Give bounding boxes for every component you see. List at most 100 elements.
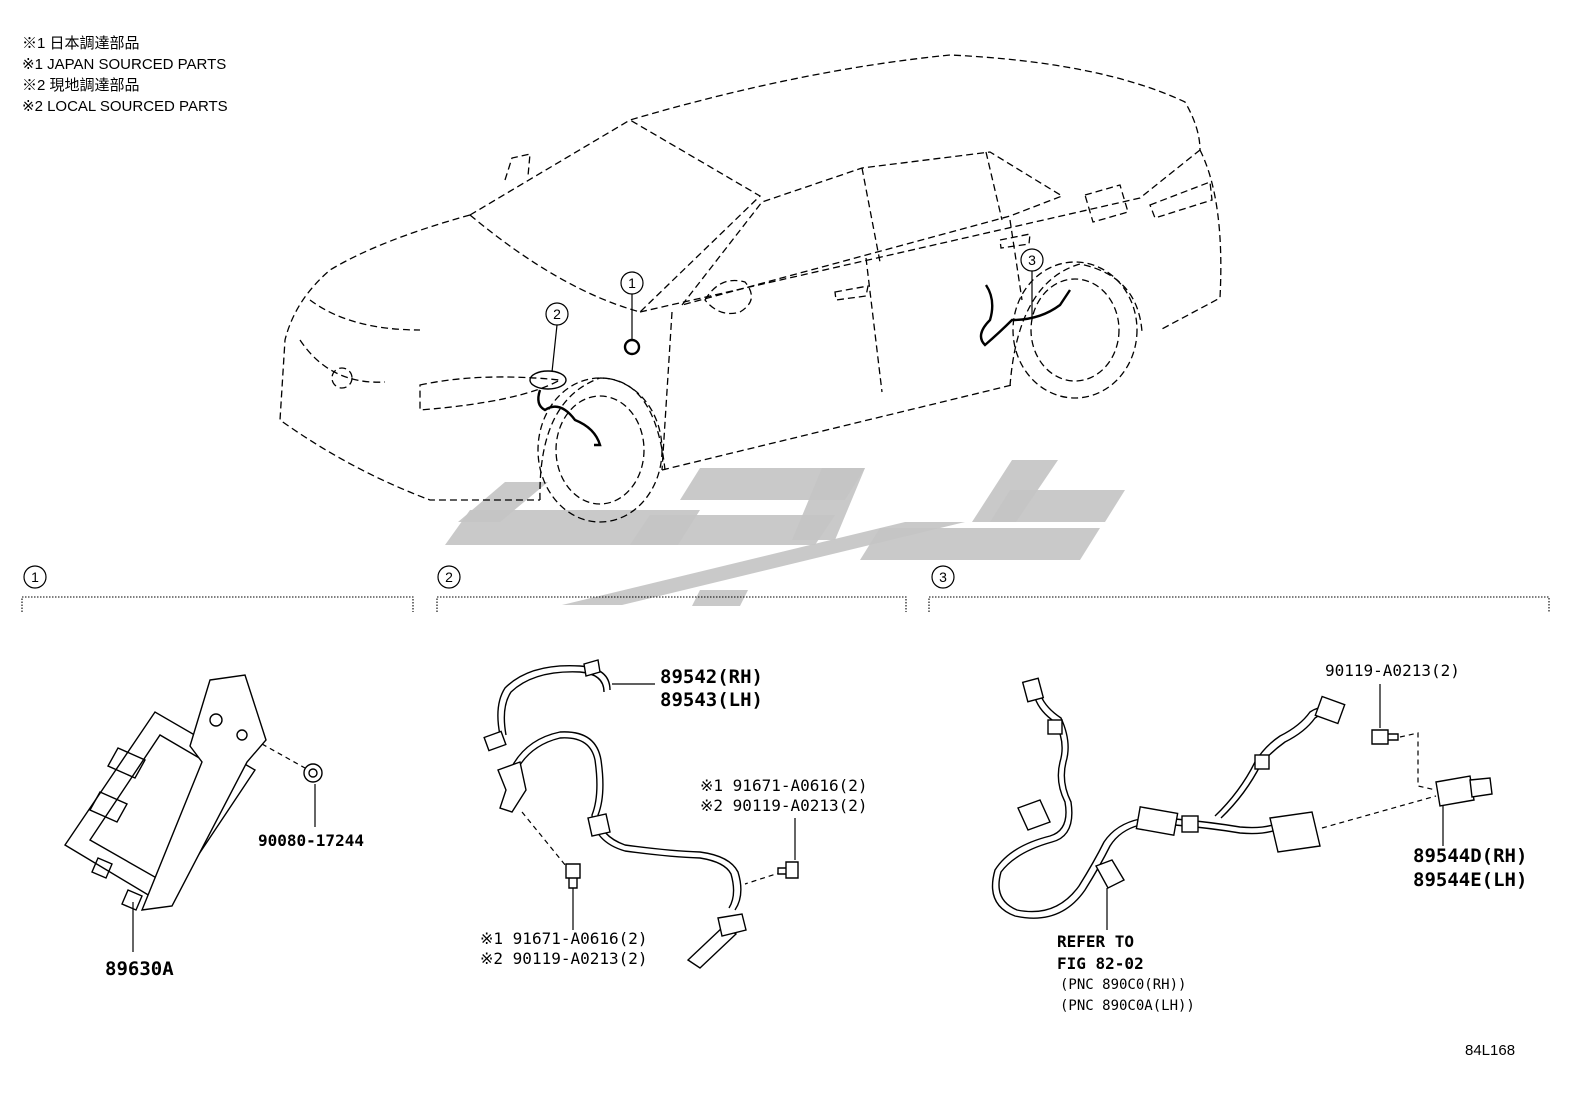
rear-harness-top-connector (1021, 677, 1045, 703)
section-3-number: 3 (939, 569, 947, 585)
car-rocker-line (661, 384, 1013, 471)
rear-harness-connector (1135, 806, 1179, 836)
ecu-part-number: 89630A (105, 958, 174, 980)
front-sensor-wire-upper-parallel (503, 671, 605, 736)
car-illustration: 1 2 3 (279, 54, 1222, 523)
front-sensor-location (529, 370, 567, 390)
rear-sensor-rh-part-number: 89544D(RH) (1413, 845, 1527, 867)
upper-bolt-part-number-1: ※1 91671-A0616(2) (700, 776, 868, 795)
section-3-bracket (928, 596, 1550, 612)
front-sensor-head (686, 925, 738, 969)
grommet-part-number: 90080-17244 (258, 831, 364, 850)
rear-harness-sensor-connector (1269, 811, 1321, 853)
ecu-mounting-bracket (140, 674, 267, 911)
rear-sensor-alignment-line (1321, 795, 1437, 829)
ecu-location (623, 338, 641, 356)
car-emblem (331, 367, 353, 389)
watermark-logo (445, 460, 1125, 606)
callout-3-label: 3 (1028, 252, 1036, 268)
watermark-stroke (972, 460, 1058, 522)
car-front-end (279, 214, 540, 501)
front-sensor-rh-part-number: 89542(RH) (660, 666, 763, 688)
section-3-rear-sensor-assembly: REFER TO FIG 82-02 (PNC 890C0(RH)) (PNC … (991, 661, 1527, 1014)
car-roof-line (469, 54, 1201, 216)
front-sensor-wire-upper (497, 664, 611, 736)
front-wheel-rim (555, 395, 645, 505)
lower-bolt-alignment-line (521, 811, 567, 867)
callout-1-label: 1 (628, 275, 636, 291)
notes-block: ※1 日本調達部品 ※1 JAPAN SOURCED PARTS ※2 現地調達… (22, 35, 228, 115)
refer-to-label: REFER TO (1057, 932, 1134, 951)
callout-2-circle (545, 302, 569, 326)
watermark-dot (692, 590, 748, 606)
front-sensor-wire-lower (507, 731, 742, 911)
ecu-tab (91, 857, 143, 911)
callout-1-circle (620, 271, 644, 295)
car-antenna (504, 153, 531, 181)
rear-bolt (1371, 729, 1399, 745)
section-2-front-sensor-assembly: 89542(RH) 89543(LH) ※1 91671-A0616(2) ※2… (480, 659, 868, 969)
rear-sensor-body (1435, 775, 1475, 807)
car-side-windows (680, 151, 1064, 307)
car-rear-quarter-line (1009, 219, 1023, 301)
car-rear-door-handle (999, 233, 1031, 249)
front-sensor-connector (483, 730, 507, 752)
section-1-header: 1 (21, 565, 414, 612)
car-front-wheel-arch (539, 377, 666, 501)
car-rear-end (1159, 149, 1222, 331)
car-windshield (469, 119, 762, 313)
upper-bolt (777, 861, 799, 879)
rear-sensor-lh-part-number: 89544E(LH) (1413, 869, 1527, 891)
bracket-hole (209, 713, 223, 727)
section-1-ecu-assembly: 89630A 90080-17244 (64, 674, 364, 980)
front-sensor-grommet (583, 659, 601, 677)
rear-harness-clip (1181, 815, 1199, 833)
figure-code: 84L168 (1465, 1042, 1515, 1059)
rear-harness-mount (1094, 859, 1125, 889)
section-3-circle (931, 565, 955, 589)
front-sensor-lh-part-number: 89543(LH) (660, 689, 763, 711)
car-b-pillar (861, 167, 881, 263)
front-sensor-clip (587, 813, 611, 837)
upper-bolt-part-number-2: ※2 90119-A0213(2) (700, 796, 868, 815)
front-sensor-wire-on-car (537, 389, 602, 447)
bracket-hole (236, 729, 248, 741)
rear-harness-clip (1047, 719, 1063, 735)
section-3-header: 3 (928, 565, 1550, 612)
car-c-pillar (985, 151, 1003, 221)
front-sensor-flange (717, 913, 747, 937)
car-rear-wheel-arch (1009, 263, 1143, 387)
front-sensor-wire-lower-parallel (513, 737, 735, 909)
car-grille (299, 299, 421, 383)
car-beltline (639, 149, 1201, 313)
rear-sensor-tip (1469, 777, 1493, 798)
section-2-bracket (436, 596, 907, 612)
section-1-circle (23, 565, 47, 589)
section-1-bracket (21, 596, 414, 612)
watermark-stroke (458, 482, 548, 522)
front-sensor-bracket (497, 761, 527, 813)
watermark-stroke (562, 522, 965, 605)
car-front-door-handle (834, 285, 869, 301)
section-2-circle (437, 565, 461, 589)
lower-bolt-part-number-2: ※2 90119-A0213(2) (480, 949, 648, 968)
section-2-header: 2 (436, 565, 907, 612)
pnc-lh-label: (PNC 890C0A(LH)) (1060, 998, 1195, 1014)
lower-bolt (565, 863, 581, 889)
rear-harness-clip (1254, 754, 1270, 770)
refer-fig-label: FIG 82-02 (1057, 954, 1144, 973)
note-japan-en: ※1 JAPAN SOURCED PARTS (22, 56, 226, 73)
watermark-stroke (630, 515, 835, 545)
car-rear-door-line (865, 257, 883, 393)
upper-bolt-alignment-line (744, 871, 783, 885)
rear-bolt-alignment-line (1399, 732, 1437, 791)
pnc-rh-label: (PNC 890C0(RH)) (1060, 977, 1186, 993)
grommet-center (308, 768, 318, 778)
watermark-stroke (860, 528, 1100, 560)
callout-2-label: 2 (553, 306, 561, 322)
rear-bolt-part-number: 90119-A0213(2) (1325, 661, 1460, 680)
section-2-number: 2 (445, 569, 453, 585)
section-1-number: 1 (31, 569, 39, 585)
rear-harness-branch (1214, 706, 1336, 817)
